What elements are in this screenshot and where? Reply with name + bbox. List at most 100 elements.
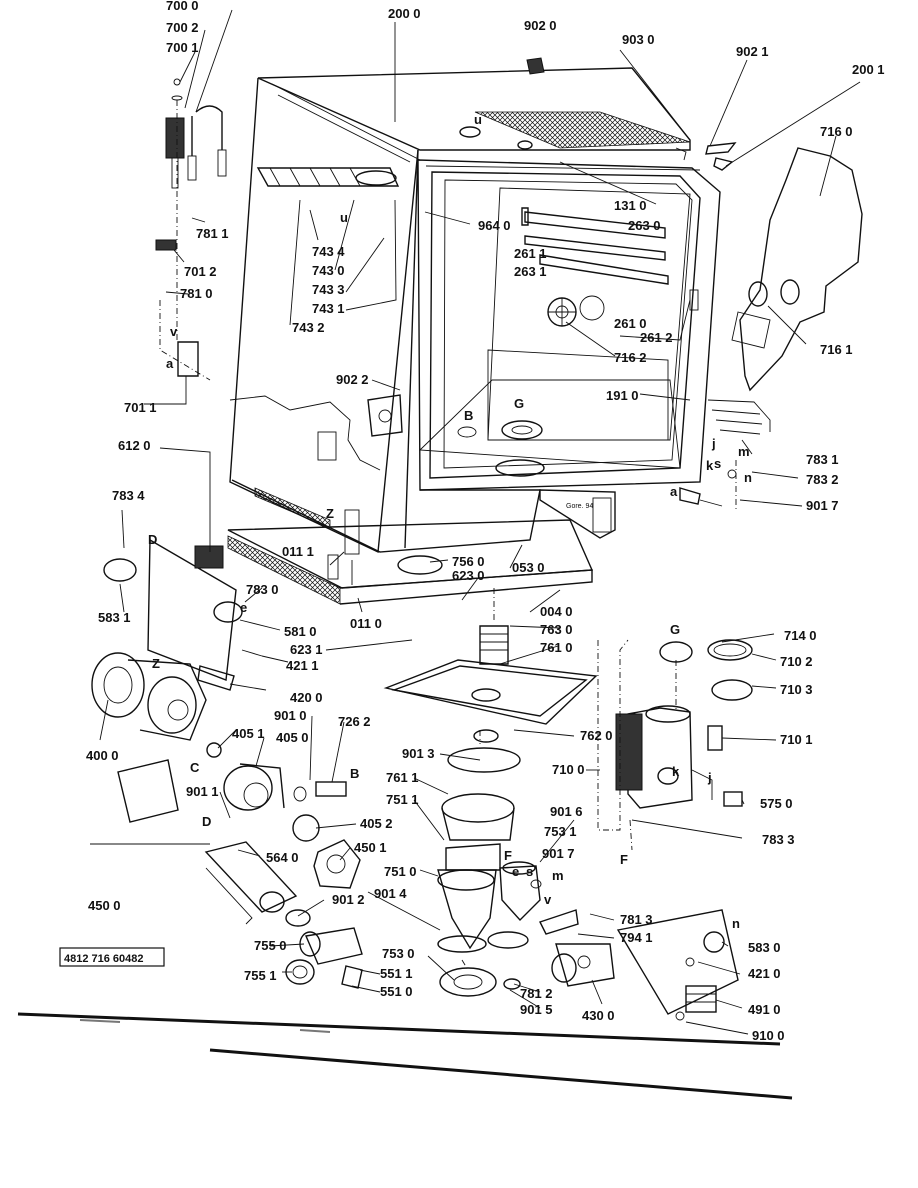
part-label: 700 0 [166,0,199,13]
letter-marker: G [514,396,524,411]
part-label: 700 2 [166,20,199,35]
part-label: 794 1 [620,930,653,945]
part-label: 405 0 [276,730,309,745]
part-label: 743 2 [292,320,325,335]
part-label: 716 0 [820,124,853,139]
tub-cabinet [229,67,721,555]
letter-marker: e [512,864,519,879]
part-label: 564 0 [266,850,299,865]
leader-lines [90,9,861,1035]
letter-marker: s [526,864,533,879]
part-label: 200 0 [388,6,421,21]
part-label: 261 1 [514,246,547,261]
part-label: 901 4 [374,886,407,901]
part-label: 261 0 [614,316,647,331]
part-label: 710 2 [780,654,813,669]
part-label: 450 1 [354,840,387,855]
letter-marker: m [552,868,564,883]
left-lower-parts [91,538,363,989]
part-label: 612 0 [118,438,151,453]
part-label: 743 3 [312,282,345,297]
letter-marker: C [190,760,200,775]
part-label: 751 0 [384,864,417,879]
part-label: 901 5 [520,1002,553,1017]
part-label: 753 1 [544,824,577,839]
part-label: 263 0 [628,218,661,233]
part-label: 004 0 [540,604,573,619]
letter-marker: F [504,848,512,863]
letter-marker: F [620,852,628,867]
letter-marker: s [714,456,721,471]
part-label: 710 3 [780,682,813,697]
part-label: 783 2 [806,472,839,487]
part-label: 583 1 [98,610,131,625]
part-label: 450 0 [88,898,121,913]
part-label: 901 7 [806,498,839,513]
part-label: 761 1 [386,770,419,785]
part-label: 714 0 [784,628,817,643]
part-label: 901 7 [542,846,575,861]
letter-marker: e [240,600,247,615]
part-label: 263 1 [514,264,547,279]
letter-marker: u [474,112,482,127]
left-hose-column [155,78,227,381]
part-label: 901 3 [402,746,435,761]
part-label: 726 2 [338,714,371,729]
letter-marker: v [170,324,178,339]
part-label: 964 0 [478,218,511,233]
letter-marker: a [670,484,678,499]
part-label: 053 0 [512,560,545,575]
stamp-text: Gore. 94 [566,503,593,510]
top-small-parts [526,57,863,392]
letter-marker: j [707,770,712,785]
part-label: 191 0 [606,388,639,403]
part-label: 910 0 [752,1028,785,1043]
part-label: 761 0 [540,640,573,655]
part-label: 575 0 [760,796,793,811]
tub-bottom-block [227,519,594,605]
part-label: 581 0 [284,624,317,639]
letter-marker: B [464,408,473,423]
part-label: 902 0 [524,18,557,33]
part-label: 011 1 [282,544,314,559]
part-label: 491 0 [748,1002,781,1017]
part-label: 420 0 [290,690,323,705]
part-label: 753 0 [382,946,415,961]
part-label: 421 1 [286,658,319,673]
part-label: 781 3 [620,912,653,927]
part-label: 583 0 [748,940,781,955]
part-label: 756 0 [452,554,485,569]
letter-marker: B [350,766,359,781]
part-label: 700 1 [166,40,199,55]
part-label: 710 0 [552,762,585,777]
part-label: 903 0 [622,32,655,47]
letter-marker: j [711,436,716,451]
part-label: 716 2 [614,350,647,365]
part-label: 763 0 [540,622,573,637]
part-label: 701 1 [124,400,157,415]
part-label: 400 0 [86,748,119,763]
part-label: 901 0 [274,708,307,723]
letter-marker: v [544,892,552,907]
right-lower-parts [615,399,771,1021]
part-label: 783 4 [112,488,145,503]
part-label: 743 1 [312,301,345,316]
part-label: 902 2 [336,372,369,387]
part-label: 783 0 [246,582,279,597]
document-code: 4812 716 60482 [64,953,144,965]
part-label: 421 0 [748,966,781,981]
part-label: 405 1 [232,726,265,741]
letter-marker: a [166,356,174,371]
part-label: 623 0 [452,568,485,583]
part-label: 781 1 [196,226,229,241]
part-label: 743 4 [312,244,345,259]
page-rules [17,1012,793,1100]
part-label: 762 0 [580,728,613,743]
letter-marker: G [670,622,680,637]
part-label: 781 2 [520,986,553,1001]
part-label: 261 2 [640,330,673,345]
part-label: 701 2 [184,264,217,279]
